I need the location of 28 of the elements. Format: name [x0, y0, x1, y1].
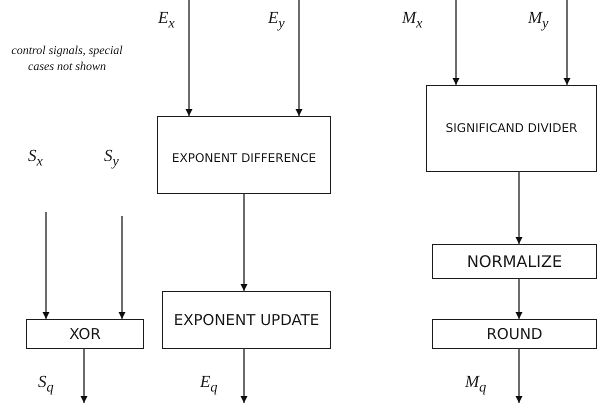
arrow [516, 349, 522, 403]
note-text: control signals, special cases not shown [10, 42, 124, 74]
arrow [516, 172, 522, 244]
signal-label: S$_{q}$ [38, 372, 54, 396]
process-box: ROUND [432, 319, 597, 349]
process-box: SIGNIFICAND DIVIDER [426, 85, 597, 172]
arrow [186, 0, 192, 116]
arrow [240, 349, 248, 403]
arrow [240, 194, 248, 291]
arrow [80, 349, 88, 403]
signal-label: M$_{y}$ [528, 8, 548, 32]
process-box: XOR [26, 319, 144, 349]
signal-label: S$_{x}$ [28, 146, 43, 170]
signal-label: M$_{x}$ [402, 8, 422, 32]
signal-label: E$_{q}$ [200, 372, 218, 396]
arrow [564, 0, 570, 85]
process-box: EXPONENT UPDATE [162, 291, 331, 349]
arrow [296, 0, 302, 116]
signal-label: E$_{y}$ [268, 8, 285, 32]
process-box: EXPONENT DIFFERENCE [157, 116, 331, 194]
signal-label: E$_{x}$ [158, 8, 175, 32]
signal-label: M$_{q}$ [465, 372, 486, 396]
arrow [516, 279, 522, 319]
signal-label: S$_{y}$ [104, 146, 119, 170]
arrow [118, 216, 126, 319]
arrow [42, 212, 50, 319]
process-box: NORMALIZE [432, 244, 597, 279]
arrow [452, 0, 460, 85]
